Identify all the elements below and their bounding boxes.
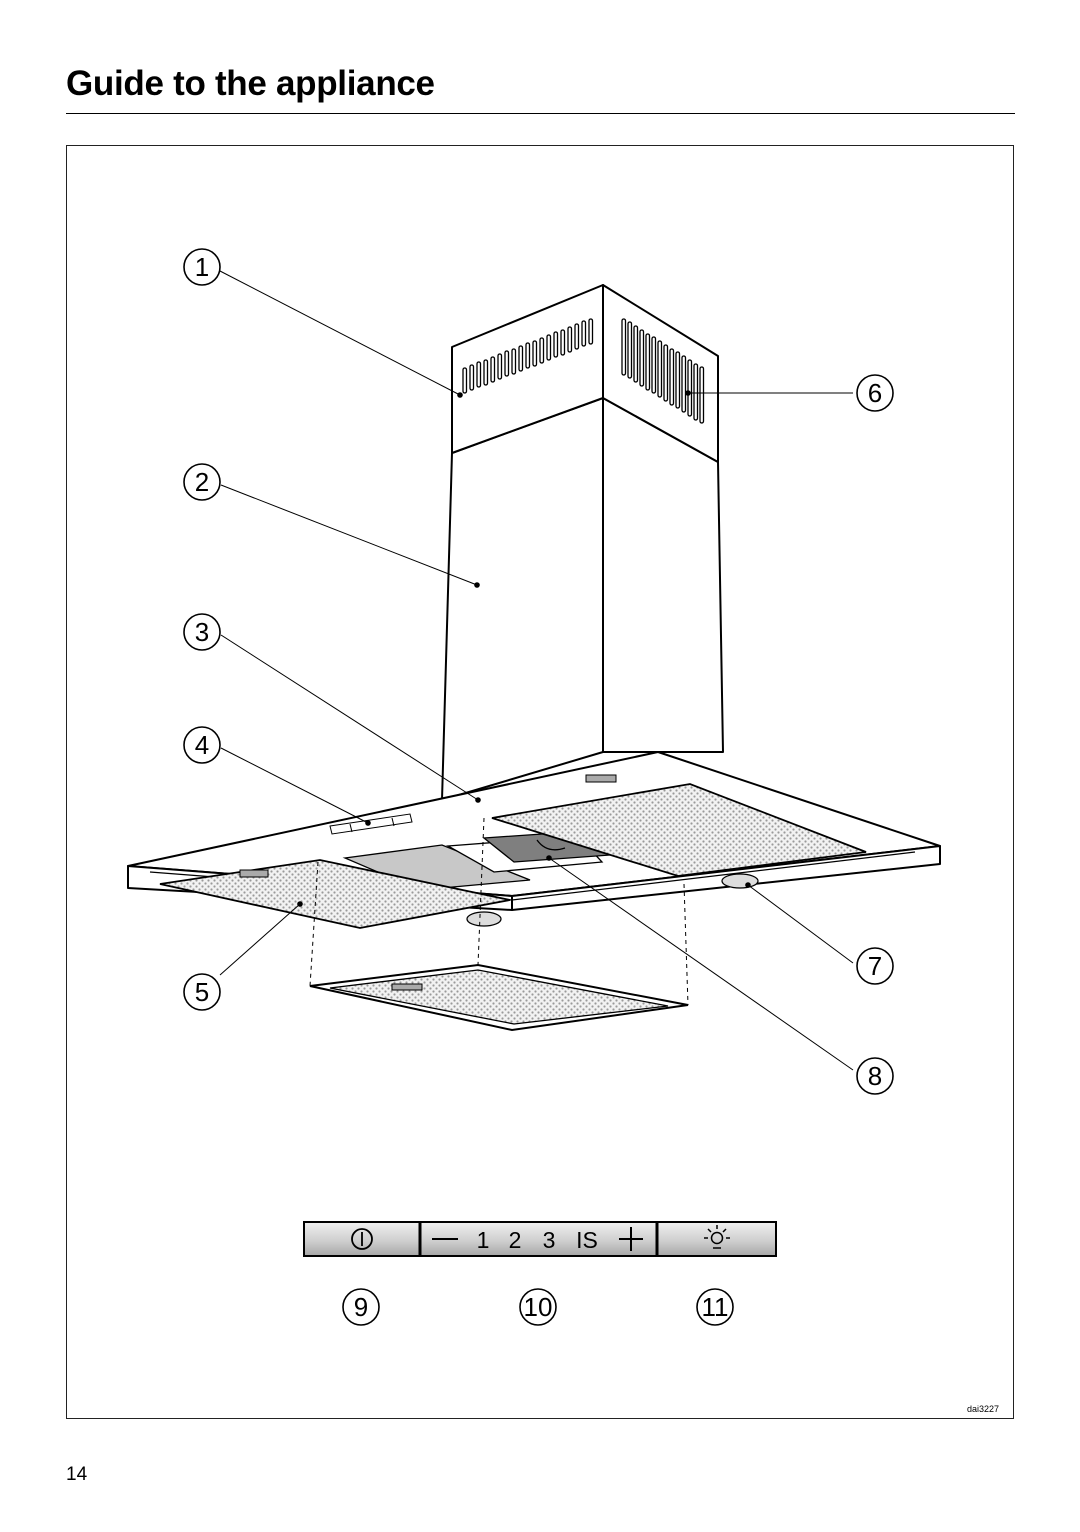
svg-text:9: 9 [354,1292,368,1322]
svg-text:5: 5 [195,977,209,1007]
svg-text:10: 10 [524,1292,553,1322]
callout-1: 1 [183,248,221,286]
plus-button [619,1227,643,1251]
callout-9: 9 [342,1288,380,1326]
chimney-lower-left-face [441,397,604,801]
callout-7: 7 [856,947,894,985]
page-number: 14 [66,1464,88,1485]
lighting-left [466,911,502,927]
svg-text:4: 4 [195,730,209,760]
power-icon [351,1228,373,1250]
callout-6: 6 [856,374,894,412]
figure-frame [66,145,1014,1419]
callout-8: 8 [856,1057,894,1095]
grease-filter-right [491,783,867,877]
speed-2-button: 2 [509,1227,522,1253]
removed-grease-filter [309,963,689,1032]
lighting-right [721,873,759,889]
light-bulb-icon [704,1225,730,1249]
callout-3: 3 [183,613,221,651]
speed-1-button: 1 [477,1227,490,1253]
air-outlet-vents [462,318,705,424]
callout-10: 10 [519,1288,557,1326]
callout-5: 5 [183,973,221,1011]
control-strip-on-hood [329,813,413,835]
leader-lines [219,270,854,1071]
svg-text:7: 7 [868,951,882,981]
control-panel: 1 2 3 IS [303,1221,777,1257]
intensive-button: IS [576,1227,598,1253]
svg-text:8: 8 [868,1061,882,1091]
svg-text:6: 6 [868,378,882,408]
power-button[interactable] [351,1228,373,1250]
title-rule [66,113,1015,114]
filter-guide-lines [309,817,689,1006]
callout-11: 11 [696,1288,734,1326]
figure-code: dai3227 [967,1404,1000,1414]
callout-4: 4 [183,726,221,764]
svg-text:2: 2 [195,467,209,497]
page-title: Guide to the appliance [66,64,435,103]
callout-markers: 1 2 3 4 5 6 7 8 [183,248,894,1326]
svg-text:3: 3 [195,617,209,647]
fan-speed-buttons[interactable]: 1 2 3 IS [432,1227,643,1253]
speed-3-button: 3 [543,1227,556,1253]
svg-text:11: 11 [702,1292,729,1322]
callout-2: 2 [183,463,221,501]
svg-text:1: 1 [195,252,209,282]
lighting-button[interactable] [704,1225,730,1249]
